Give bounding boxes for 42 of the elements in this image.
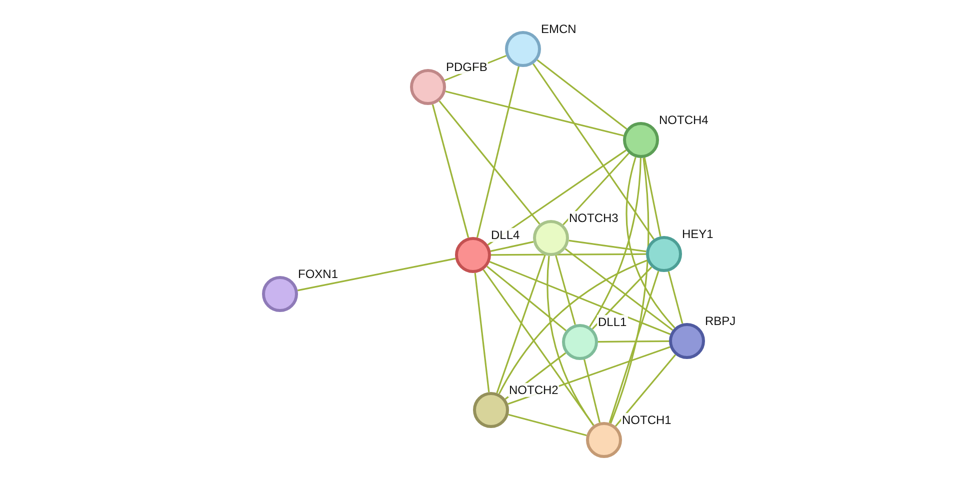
interaction-line xyxy=(614,354,676,427)
node-label: PDGFB xyxy=(445,60,488,74)
interaction-line xyxy=(486,266,567,332)
interaction-line xyxy=(668,271,684,324)
interaction-line xyxy=(546,256,594,426)
node-label: FOXN1 xyxy=(297,267,340,281)
interaction-line xyxy=(491,253,646,256)
interaction-line xyxy=(490,241,534,252)
interaction-line xyxy=(626,156,676,328)
interaction-line xyxy=(498,260,648,394)
interaction-line xyxy=(297,258,456,292)
node-label: EMCN xyxy=(540,22,578,36)
interaction-line xyxy=(489,260,671,336)
interaction-line xyxy=(589,158,642,328)
interaction-line xyxy=(592,266,652,330)
interaction-line xyxy=(555,255,576,325)
interaction-line xyxy=(438,100,540,225)
interaction-line xyxy=(644,157,662,237)
node-label: HEY1 xyxy=(681,227,714,241)
interaction-line xyxy=(608,270,660,424)
interaction-line xyxy=(508,414,587,436)
interaction-line xyxy=(610,158,650,424)
interaction-line xyxy=(482,269,594,426)
node-label: NOTCH2 xyxy=(508,383,560,397)
node-label: NOTCH3 xyxy=(568,211,620,225)
interaction-line xyxy=(532,63,654,240)
node-label: DLL4 xyxy=(490,228,521,242)
interaction-line xyxy=(432,104,470,238)
interaction-line xyxy=(584,359,600,423)
interaction-line xyxy=(496,254,546,394)
node-label: NOTCH4 xyxy=(658,113,710,127)
node-label: RBPJ xyxy=(704,314,737,328)
node-label: NOTCH1 xyxy=(621,413,672,427)
interaction-line xyxy=(564,248,674,331)
interaction-line xyxy=(568,240,646,252)
interaction-line xyxy=(598,340,669,343)
interaction-line xyxy=(562,152,630,226)
interaction-line xyxy=(474,272,490,392)
interaction-line xyxy=(476,66,520,238)
node-label: DLL1 xyxy=(597,315,628,329)
interaction-line xyxy=(536,59,628,130)
interaction-line xyxy=(445,90,624,136)
